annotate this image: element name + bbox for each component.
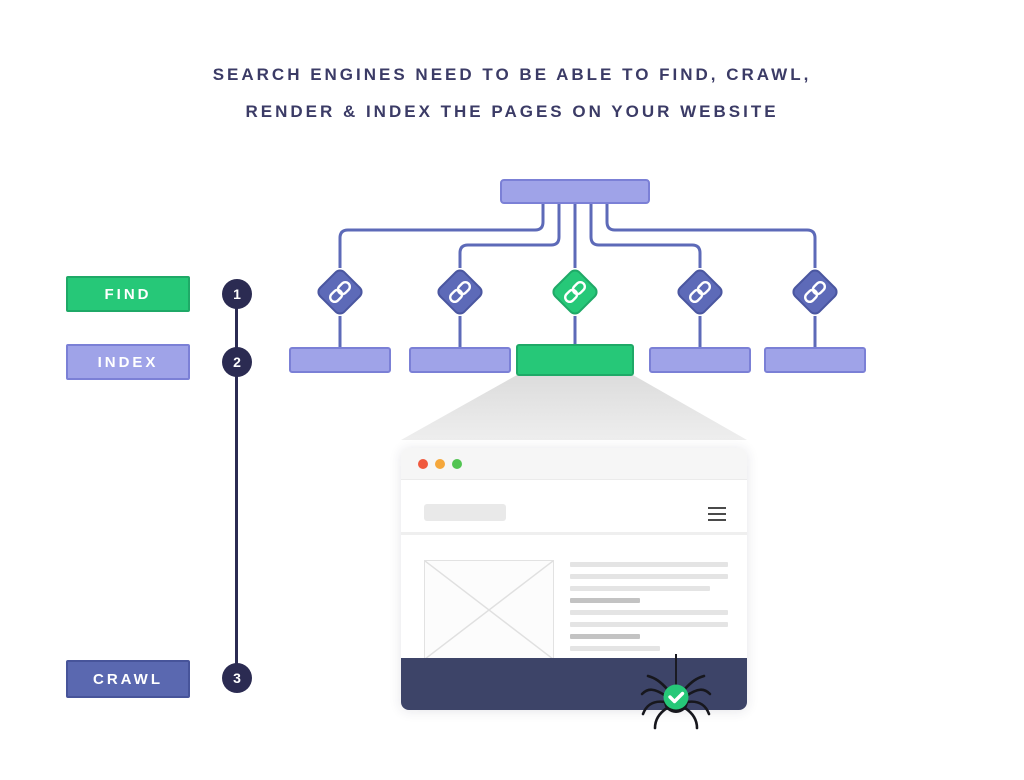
link-node-5 (792, 269, 838, 315)
browser-navbar (401, 480, 747, 535)
text-line (570, 646, 660, 651)
index-label: INDEX (66, 344, 190, 380)
text-line (570, 610, 728, 615)
step-number-1: 1 (222, 279, 252, 309)
titlebar-dot-green-icon (452, 458, 462, 469)
text-placeholder-lines (570, 562, 730, 658)
spider-crawler-icon (640, 654, 712, 730)
link-icon (448, 280, 472, 304)
timeline-line (235, 294, 238, 678)
check-badge (663, 684, 689, 710)
link-icon (328, 280, 352, 304)
link-icon (803, 280, 827, 304)
index-label-text: INDEX (97, 353, 159, 371)
link-node-1 (317, 269, 363, 315)
page-node-3-highlighted (516, 344, 634, 376)
page-node-2 (409, 347, 511, 373)
step-number-3: 3 (222, 663, 252, 693)
crawl-label-text: CRAWL (93, 670, 163, 688)
search-bar-placeholder (424, 504, 506, 521)
link-icon (688, 280, 712, 304)
check-icon (668, 691, 685, 704)
text-line (570, 622, 728, 627)
link-node-2 (437, 269, 483, 315)
text-line (570, 574, 728, 579)
step-number-2: 2 (222, 347, 252, 377)
titlebar-dot-red-icon (418, 458, 428, 469)
spotlight-beam (401, 375, 747, 440)
titlebar-dot-orange-icon (435, 458, 445, 469)
image-placeholder-icon (424, 560, 554, 660)
text-line (570, 586, 710, 591)
link-node-4 (677, 269, 723, 315)
page-node-4 (649, 347, 751, 373)
browser-content (401, 535, 747, 660)
title-line-1: SEARCH ENGINES NEED TO BE ABLE TO FIND, … (212, 65, 812, 84)
hamburger-menu-icon (708, 507, 726, 525)
spider-legs (640, 674, 712, 730)
title: SEARCH ENGINES NEED TO BE ABLE TO FIND, … (0, 56, 1024, 130)
text-line (570, 562, 728, 567)
browser-titlebar (401, 448, 747, 480)
find-label-text: FIND (104, 285, 152, 303)
crawl-label: CRAWL (66, 660, 190, 698)
page-node-1 (289, 347, 391, 373)
text-line (570, 634, 640, 639)
find-label: FIND (66, 276, 190, 312)
page-node-5 (764, 347, 866, 373)
link-node-3-highlighted (552, 269, 598, 315)
connector-lines (338, 203, 817, 348)
sitemap-root-node (500, 179, 650, 204)
title-line-2: RENDER & INDEX THE PAGES ON YOUR WEBSITE (245, 102, 779, 121)
link-icon (563, 280, 587, 304)
text-line (570, 598, 640, 603)
